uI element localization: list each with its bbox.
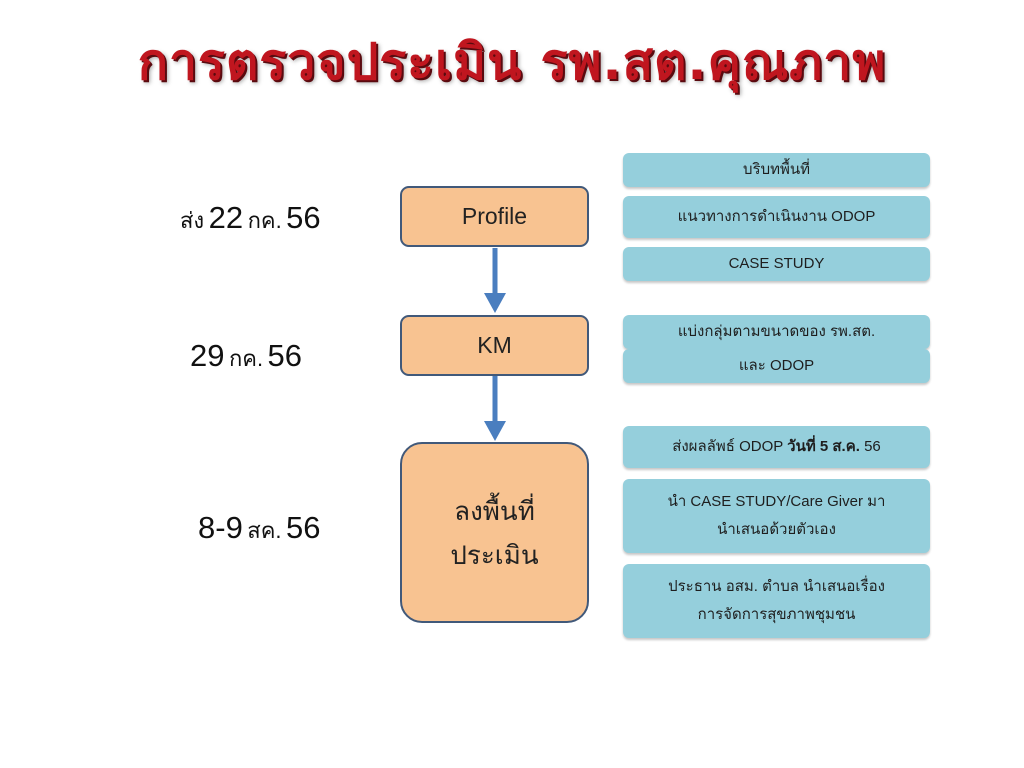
arrow-head-profile-to-km (484, 293, 506, 313)
date-month: กค. (247, 208, 282, 233)
note-line: การจัดการสุขภาพชุมชน (697, 606, 856, 623)
note-odop-guideline: แนวทางการดำเนินงาน ODOP (623, 196, 930, 238)
date-year: 56 (286, 200, 321, 235)
note-line: นำ CASE STUDY/Care Giver มา (667, 493, 886, 510)
note-case-study: CASE STUDY (623, 247, 930, 281)
date-year: 56 (267, 338, 303, 373)
note-case-study-presentation: นำ CASE STUDY/Care Giver มา นำเสนอด้วยตั… (623, 479, 930, 553)
slide-title: การตรวจประเมิน รพ.สต.คุณภาพ (137, 33, 887, 91)
note-submit-suffix: 56 (859, 438, 881, 455)
date-field: 8-9 สค. 56 (198, 510, 320, 548)
note-group-by-size: แบ่งกลุ่มตามขนาดของ รพ.สต. (623, 315, 930, 349)
stage-profile: Profile (400, 186, 589, 247)
note-and-odop: และ ODOP (623, 349, 930, 383)
date-year: 56 (285, 510, 321, 545)
date-km: 29 กค. 56 (190, 338, 302, 376)
note-chair-presentation: ประธาน อสม. ตำบล นำเสนอเรื่อง การจัดการส… (623, 564, 930, 638)
date-prefix: ส่ง (180, 208, 205, 233)
note-line: นำเสนอด้วยตัวเอง (717, 521, 836, 538)
date-month: กค. (228, 346, 264, 371)
stage-km: KM (400, 315, 589, 376)
note-area-context: บริบทพื้นที่ (623, 153, 930, 187)
note-submit-date: วันที่ 5 ส.ค. (787, 438, 860, 455)
stage-label: Profile (461, 203, 528, 229)
stage-field-assessment: ลงพื้นที่ ประเมิน (400, 442, 589, 623)
stage-label-line1: ลงพื้นที่ (454, 495, 535, 526)
stage-label: KM (477, 332, 512, 358)
date-month: สค. (247, 518, 282, 543)
note-submit-results: ส่งผลลัพธ์ ODOP วันที่ 5 ส.ค. 56 (623, 426, 930, 468)
date-day: 22 (208, 200, 244, 235)
date-profile: ส่ง 22 กค. 56 (180, 200, 321, 238)
note-submit-prefix: ส่งผลลัพธ์ ODOP (672, 438, 788, 455)
note-line: ประธาน อสม. ตำบล นำเสนอเรื่อง (668, 578, 885, 595)
date-day: 8-9 (198, 510, 243, 545)
arrow-head-km-to-field (484, 421, 506, 441)
stage-label-line2: ประเมิน (450, 539, 539, 570)
date-day: 29 (190, 338, 225, 373)
